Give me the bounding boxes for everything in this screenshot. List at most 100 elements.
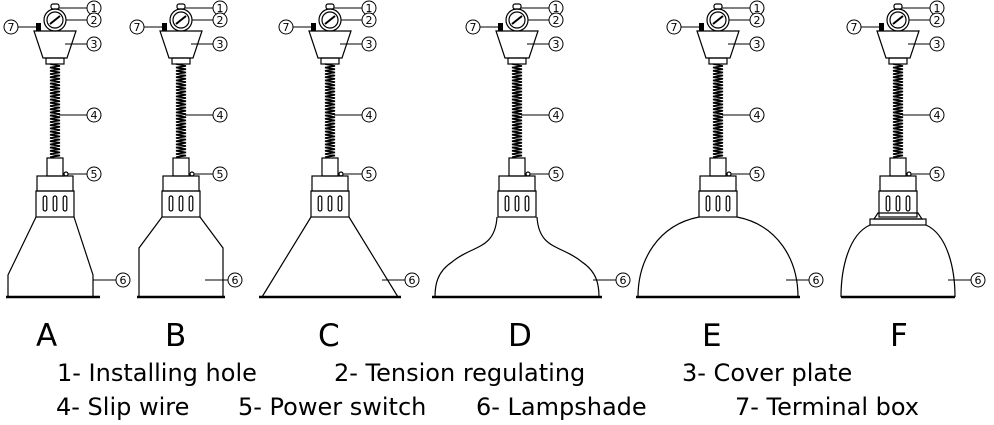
vent-slot xyxy=(188,195,194,212)
callout-circle-7 xyxy=(465,19,481,35)
callout-number-7: 7 xyxy=(134,21,141,34)
callout-circle-6 xyxy=(615,272,631,288)
callout-circle-7 xyxy=(846,19,862,35)
callout-circle-5 xyxy=(749,166,765,182)
callout-number-6: 6 xyxy=(409,274,416,287)
callout-circle-6 xyxy=(970,272,986,288)
vent-slot xyxy=(52,195,58,212)
callout-circle-7 xyxy=(3,19,19,35)
callout-number-5: 5 xyxy=(934,168,941,181)
callout-circle-4 xyxy=(548,107,564,123)
callout-circle-3 xyxy=(361,36,377,52)
callout-circle-6 xyxy=(115,272,131,288)
callout-number-5: 5 xyxy=(754,168,761,181)
callout-number-3: 3 xyxy=(553,38,560,51)
cover-plate xyxy=(876,30,920,59)
lampshade xyxy=(840,224,956,298)
vent-slot xyxy=(524,195,530,212)
callout-number-2: 2 xyxy=(366,14,373,27)
cover-plate xyxy=(33,30,77,59)
installing-hole xyxy=(50,3,60,10)
vent-collar xyxy=(35,190,75,218)
installing-hole xyxy=(713,3,723,10)
vent-slot xyxy=(725,195,731,212)
callout-circle-2 xyxy=(548,12,564,28)
vent-slot xyxy=(905,195,911,212)
callout-number-4: 4 xyxy=(754,109,761,122)
switch-housing xyxy=(889,157,907,177)
installing-hole xyxy=(325,3,335,10)
callout-number-4: 4 xyxy=(366,109,373,122)
terminal-box xyxy=(162,23,167,31)
power-switch xyxy=(525,171,531,177)
cover-plate-collar xyxy=(171,57,191,65)
callout-number-4: 4 xyxy=(934,109,941,122)
callout-circle-3 xyxy=(212,36,228,52)
callout-number-6: 6 xyxy=(120,274,127,287)
tension-gauge-inner xyxy=(709,11,727,29)
gauge-needle xyxy=(511,15,523,25)
vent-slot xyxy=(317,195,323,212)
switch-housing xyxy=(508,157,526,177)
cover-plate-collar xyxy=(888,57,908,65)
tension-gauge-inner xyxy=(508,11,526,29)
callout-number-7: 7 xyxy=(283,21,290,34)
callout-circle-4 xyxy=(361,107,377,123)
model-label-e: E xyxy=(702,318,722,354)
installing-hole xyxy=(176,3,186,10)
lampshade xyxy=(7,216,94,297)
installing-hole xyxy=(512,3,522,10)
tension-gauge-inner xyxy=(46,11,64,29)
switch-housing xyxy=(46,157,64,177)
vent-collar xyxy=(878,190,918,218)
vent-collar xyxy=(310,190,350,218)
callout-circle-3 xyxy=(86,36,102,52)
callout-number-5: 5 xyxy=(366,168,373,181)
slip-wire-spring xyxy=(892,63,904,158)
legend-installing-hole: 1- Installing hole xyxy=(57,359,257,387)
switch-housing xyxy=(172,157,190,177)
callout-number-7: 7 xyxy=(671,21,678,34)
lamp-diagram: 1234567123456712345671234567123456712345… xyxy=(3,0,986,299)
callout-number-7: 7 xyxy=(470,21,477,34)
callout-number-2: 2 xyxy=(934,14,941,27)
cover-plate-collar xyxy=(708,57,728,65)
vent-slot xyxy=(504,195,510,212)
callout-number-6: 6 xyxy=(620,274,627,287)
vent-slot xyxy=(337,195,343,212)
power-switch xyxy=(189,171,195,177)
model-label-b: B xyxy=(165,318,187,354)
slip-wire-spring xyxy=(712,63,724,158)
callout-circle-7 xyxy=(666,19,682,35)
callout-number-3: 3 xyxy=(91,38,98,51)
callout-circle-2 xyxy=(361,12,377,28)
callout-number-2: 2 xyxy=(91,14,98,27)
shade-flange xyxy=(872,212,924,220)
callout-number-5: 5 xyxy=(91,168,98,181)
tension-gauge-inner xyxy=(172,11,190,29)
power-switch xyxy=(63,171,69,177)
callout-number-4: 4 xyxy=(553,109,560,122)
socket-top xyxy=(162,175,200,192)
callout-circle-2 xyxy=(929,12,945,28)
callout-number-4: 4 xyxy=(217,109,224,122)
model-label-c: C xyxy=(318,318,340,354)
callout-circle-5 xyxy=(361,166,377,182)
vent-slot xyxy=(168,195,174,212)
legend-tension-regulating: 2- Tension regulating xyxy=(334,359,586,387)
cover-plate-collar xyxy=(320,57,340,65)
switch-housing xyxy=(709,157,727,177)
callout-number-6: 6 xyxy=(975,274,982,287)
legend-cover-plate: 3- Cover plate xyxy=(682,359,853,387)
callout-circle-4 xyxy=(929,107,945,123)
callout-number-1: 1 xyxy=(366,2,373,15)
callout-circle-7 xyxy=(278,19,294,35)
socket-top xyxy=(699,175,737,192)
vent-collar xyxy=(497,190,537,218)
callout-number-1: 1 xyxy=(754,2,761,15)
model-label-d: D xyxy=(508,318,532,354)
callout-number-1: 1 xyxy=(553,2,560,15)
